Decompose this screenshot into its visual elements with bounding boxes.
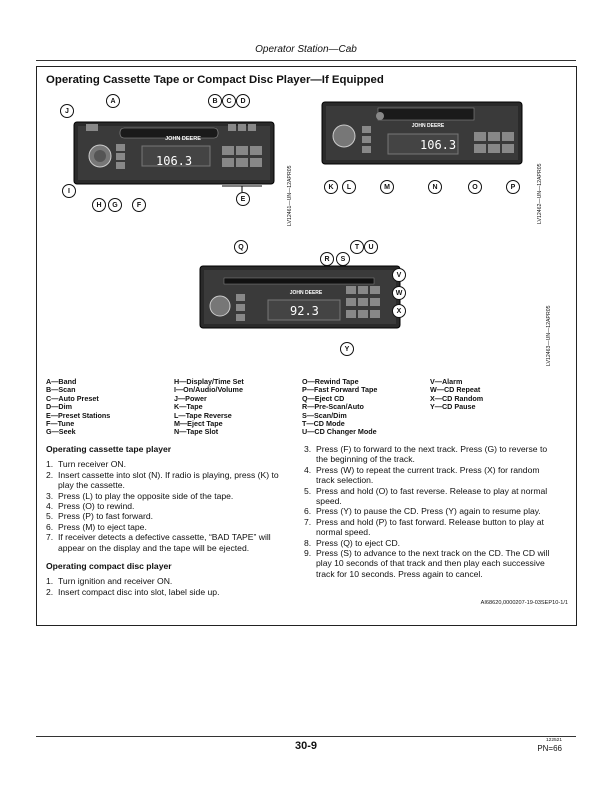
callout-q: Q	[234, 240, 248, 254]
legend-item: S—Scan/Dim	[302, 410, 347, 420]
pn-label: PN=66	[537, 744, 562, 753]
legend-column-4: V—Alarm W—CD Repeat X—CD Random Y—CD Pau…	[430, 377, 484, 412]
cd-section-continued: 3.Press (F) to forward to the next track…	[304, 444, 556, 579]
step-item: 6.Press (Y) to pause the CD. Press (Y) a…	[304, 506, 541, 517]
legend-item: A—Band	[46, 377, 77, 386]
step-item: 4.Press (W) to repeat the current track.…	[304, 464, 540, 486]
legend-item: L—Tape Reverse	[174, 410, 232, 420]
legend-item: T—CD Mode	[302, 419, 345, 429]
figure-3-radio: JOHN DEERE 92.3 Q R S T U V W X Y	[196, 238, 416, 360]
legend-item: P—Fast Forward Tape	[302, 385, 378, 395]
page-number: 30-9	[294, 740, 318, 752]
step-item: 3.Press (L) to play the opposite side of…	[46, 490, 234, 501]
callout-y: Y	[340, 342, 354, 356]
callout-c: C	[222, 94, 236, 108]
step-item: 3.Press (F) to forward to the next track…	[304, 444, 548, 465]
cd-heading: Operating compact disc player	[46, 561, 172, 572]
radio-illustration-3	[199, 265, 401, 329]
legend-item: O—Rewind Tape	[302, 377, 359, 386]
legend-item: F—Tune	[46, 419, 75, 429]
step-item: 9.Press (S) to advance to the next track…	[304, 548, 550, 579]
legend-item: M—Eject Tape	[174, 419, 223, 429]
callout-i: I	[62, 184, 76, 198]
legend-item: H—Display/Time Set	[174, 377, 244, 386]
legend-column-3: O—Rewind Tape P—Fast Forward Tape Q—Ejec…	[302, 377, 378, 437]
callout-r: R	[320, 252, 334, 266]
legend-item: Y—CD Pause	[430, 402, 476, 412]
legend-item: B—Scan	[46, 385, 76, 395]
callout-v: V	[392, 268, 406, 282]
legend-item: D—Dim	[46, 402, 72, 412]
callout-h: H	[92, 198, 106, 212]
cassette-section: Operating cassette tape player 1.Turn re…	[46, 444, 296, 597]
legend-item: G—Seek	[46, 427, 76, 437]
footer-code: 122521	[545, 738, 562, 743]
figure-2-id: LV12462—UN—12APR05	[537, 163, 543, 224]
callout-s: S	[336, 252, 350, 266]
legend-item: J—Power	[174, 393, 207, 403]
callout-d: D	[236, 94, 250, 108]
brand-label: JOHN DEERE	[411, 123, 445, 129]
legend-item: N—Tape Slot	[174, 427, 219, 437]
callout-j: J	[60, 104, 74, 118]
radio-display: 106.3	[420, 138, 457, 152]
legend-column-2: H—Display/Time Set I—On/Audio/Volume J—P…	[174, 377, 244, 437]
callout-f: F	[132, 198, 146, 212]
running-header: Operator Station—Cab	[255, 44, 357, 55]
callout-l: L	[342, 180, 356, 194]
callout-u: U	[364, 240, 378, 254]
radio-display: 92.3	[290, 304, 319, 318]
callout-a: A	[106, 94, 120, 108]
figure-3-id: LV12463—UN—12APR05	[546, 305, 552, 366]
step-item: 1.Turn receiver ON.	[46, 459, 126, 470]
step-item: 2.Insert compact disc into slot, label s…	[46, 586, 220, 597]
header-rule	[36, 60, 576, 61]
step-item: 1.Turn ignition and receiver ON.	[46, 576, 173, 587]
step-item: 4.Press (O) to rewind.	[46, 501, 135, 512]
document-reference: AI68620,0000207-19-03SEP10-1/1	[480, 600, 568, 606]
legend-item: E—Preset Stations	[46, 410, 111, 420]
legend-item: R—Pre-Scan/Auto	[302, 402, 364, 412]
callout-k: K	[324, 180, 338, 194]
step-item: 5.Press and hold (O) to fast reverse. Re…	[304, 485, 548, 507]
callout-t: T	[350, 240, 364, 254]
brand-label: JOHN DEERE	[165, 136, 201, 142]
callout-x: X	[392, 304, 406, 318]
step-item: 8.Press (Q) to eject CD.	[304, 537, 401, 548]
callout-p: P	[506, 180, 520, 194]
footer-rule	[36, 736, 576, 737]
legend-item: Q—Eject CD	[302, 393, 345, 403]
section-title: Operating Cassette Tape or Compact Disc …	[46, 74, 384, 86]
step-item: 5.Press (P) to fast forward.	[46, 511, 154, 522]
radio-illustration-1	[73, 121, 275, 192]
content-frame	[36, 66, 577, 626]
brand-label: JOHN DEERE	[289, 290, 323, 296]
cassette-heading: Operating cassette tape player	[46, 444, 172, 454]
legend-item: U—CD Changer Mode	[302, 427, 377, 437]
callout-e: E	[236, 192, 250, 206]
step-item: 2.Insert cassette into slot (N). If radi…	[46, 469, 279, 491]
legend-item: X—CD Random	[430, 393, 484, 403]
legend-item: K—Tape	[174, 402, 203, 412]
legend-column-1: A—Band B—Scan C—Auto Preset D—Dim E—Pres…	[46, 377, 111, 437]
radio-display: 106.3	[156, 154, 193, 168]
callout-n: N	[428, 180, 442, 194]
step-item: 7.Press and hold (P) to fast forward. Re…	[304, 516, 544, 538]
legend-item: C—Auto Preset	[46, 393, 99, 403]
figure-2-radio: JOHN DEERE 106.3 K L M N O P	[318, 96, 528, 196]
figure-1-radio: JOHN DEERE 106.3 J A B C D I H G F E	[60, 94, 280, 214]
callout-g: G	[108, 198, 122, 212]
callout-m: M	[380, 180, 394, 194]
callout-b: B	[208, 94, 222, 108]
callout-w: W	[392, 286, 406, 300]
legend-item: I—On/Audio/Volume	[174, 385, 243, 395]
step-item: 6.Press (M) to eject tape.	[46, 521, 147, 532]
step-item: 7.If receiver detects a defective casset…	[46, 532, 271, 553]
figure-1-id: LV12461—UN—12APR05	[287, 165, 293, 226]
legend-item: W—CD Repeat	[430, 385, 481, 395]
callout-o: O	[468, 180, 482, 194]
radio-illustration-2	[321, 101, 523, 165]
legend-item: V—Alarm	[430, 377, 463, 386]
